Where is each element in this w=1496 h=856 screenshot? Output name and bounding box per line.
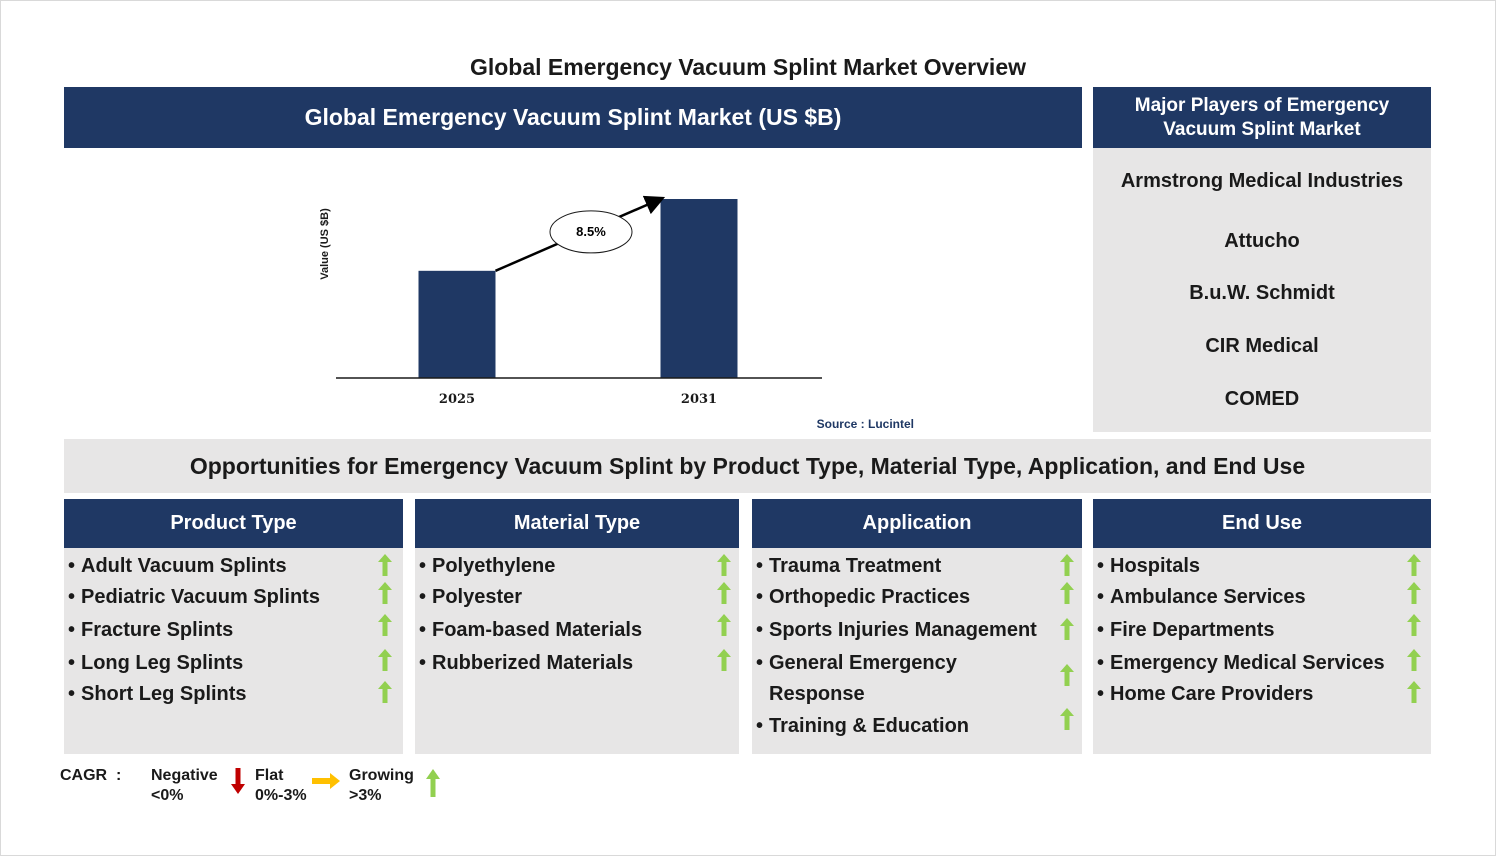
x-tick-label: 2031 — [681, 392, 717, 407]
chart-source: Source : Lucintel — [817, 417, 914, 431]
column-header-product-type: Product Type — [64, 499, 403, 548]
list-item: •Short Leg Splints — [68, 683, 247, 705]
up-arrow-icon — [378, 554, 392, 576]
down-arrow-icon — [231, 768, 245, 794]
legend-negative-label: Negative — [151, 767, 218, 784]
up-arrow-icon — [1060, 708, 1074, 730]
cagr-value: 8.5% — [576, 224, 606, 239]
list-item: •Emergency Medical Services — [1097, 652, 1385, 674]
list-item: •Fracture Splints — [68, 619, 234, 641]
bar-2025 — [418, 270, 496, 378]
list-item: •Adult Vacuum Splints — [68, 555, 287, 577]
list-item: •Pediatric Vacuum Splints — [68, 586, 320, 608]
up-arrow-icon — [717, 554, 731, 576]
list-item: •Polyethylene — [419, 555, 556, 577]
legend-flat: Flat 0%-3% — [255, 766, 307, 806]
up-arrow-icon — [1407, 681, 1421, 703]
list-item: •General Emergency — [756, 652, 957, 674]
market-chart: Value (US $B) 2025 2031 8.5% Source : Luc… — [319, 195, 914, 431]
up-arrow-icon — [717, 582, 731, 604]
players-header: Major Players of Emergency Vacuum Splint… — [1093, 87, 1431, 148]
up-arrow-icon — [1407, 582, 1421, 604]
column-header-application: Application — [752, 499, 1082, 548]
list-item: •Long Leg Splints — [68, 652, 244, 674]
list-item: •Foam-based Materials — [419, 619, 643, 641]
list-item: •Fire Departments — [1097, 619, 1275, 641]
player-item: CIR Medical — [1205, 335, 1319, 357]
list-item: •Trauma Treatment — [756, 555, 942, 577]
list-item: •Training & Education — [756, 715, 970, 737]
up-arrow-icon — [378, 582, 392, 604]
column-end-use: •Hospitals •Ambulance Services •Fire Dep… — [1093, 548, 1431, 754]
list-item: •Hospitals — [1097, 555, 1201, 577]
up-arrow-icon — [378, 614, 392, 636]
column-header-material-type: Material Type — [415, 499, 739, 548]
up-arrow-icon — [378, 681, 392, 703]
legend-growing: Growing >3% — [349, 766, 414, 806]
up-arrow-icon — [378, 649, 392, 671]
list-item: •Ambulance Services — [1097, 586, 1306, 608]
legend-growing-label: Growing — [349, 767, 414, 784]
page-title: Global Emergency Vacuum Splint Market Ov… — [469, 54, 1027, 80]
up-arrow-icon — [1407, 554, 1421, 576]
up-arrow-icon — [1060, 554, 1074, 576]
up-arrow-icon — [1060, 618, 1074, 640]
bar-2031 — [660, 199, 738, 378]
player-item: Attucho — [1224, 230, 1300, 252]
cagr-bubble — [549, 210, 633, 254]
list-item: •Polyester — [419, 586, 523, 608]
up-arrow-icon — [426, 769, 440, 797]
x-tick-label: 2025 — [439, 392, 475, 407]
legend-negative: Negative <0% — [151, 766, 218, 806]
player-item: Armstrong Medical Industries — [1120, 170, 1404, 192]
up-arrow-icon — [717, 614, 731, 636]
up-arrow-icon — [717, 649, 731, 671]
list-item: •Rubberized Materials — [419, 652, 634, 674]
players-panel: Armstrong Medical Industries Attucho B.u… — [1093, 148, 1431, 432]
list-item: •Home Care Providers — [1097, 683, 1314, 705]
list-item: •Orthopedic Practices — [756, 586, 971, 608]
y-axis-label: Value (US $B) — [319, 208, 331, 280]
column-header-end-use: End Use — [1093, 499, 1431, 548]
column-material-type: •Polyethylene •Polyester •Foam-based Mat… — [415, 548, 739, 754]
up-arrow-icon — [1407, 614, 1421, 636]
legend-negative-range: <0% — [151, 787, 184, 804]
list-item-continuation: Response — [769, 683, 865, 705]
legend-cagr-label: CAGR : — [60, 767, 122, 784]
up-arrow-icon — [1060, 582, 1074, 604]
opportunities-title: Opportunities for Emergency Vacuum Splin… — [64, 439, 1431, 493]
legend-flat-range: 0%-3% — [255, 787, 307, 804]
player-item: COMED — [1224, 388, 1300, 410]
up-arrow-icon — [1407, 649, 1421, 671]
player-item: B.u.W. Schmidt — [1189, 282, 1335, 304]
list-item: •Sports Injuries Management — [756, 619, 1037, 641]
column-application: •Trauma Treatment •Orthopedic Practices … — [752, 548, 1082, 754]
legend-growing-range: >3% — [349, 787, 382, 804]
chart-header: Global Emergency Vacuum Splint Market (U… — [64, 87, 1082, 148]
up-arrow-icon — [1060, 664, 1074, 686]
legend-flat-label: Flat — [255, 767, 284, 784]
right-arrow-icon — [312, 773, 340, 789]
column-product-type: •Adult Vacuum Splints •Pediatric Vacuum … — [64, 548, 403, 754]
